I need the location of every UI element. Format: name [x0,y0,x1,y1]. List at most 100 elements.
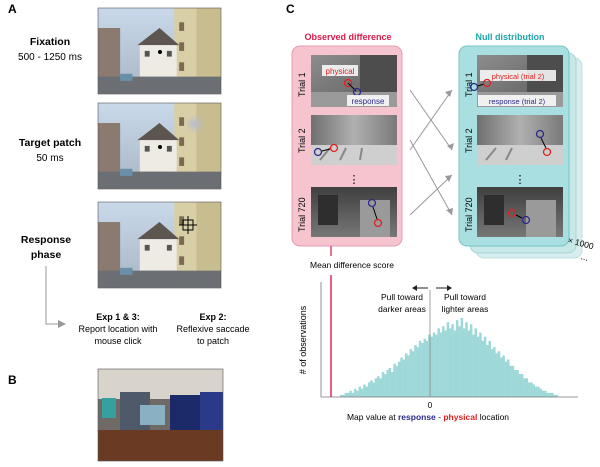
histogram-bar [372,382,375,397]
null-trial-2-markers [535,129,552,157]
target-time: 50 ms [36,153,63,164]
histogram-bar [370,380,373,397]
histogram-bar [458,326,461,397]
histogram-bar [495,353,498,397]
mean-difference-label: Mean difference score [310,260,394,270]
histogram-bar [363,384,366,397]
response-line2: phase [31,249,62,261]
histogram-bar [386,369,389,397]
histogram-bar [358,386,362,397]
histogram-bar [520,374,524,397]
histogram-bar [551,392,554,397]
histogram-bar [356,390,359,397]
panel-c-letter: C [286,2,295,16]
histogram-bar [353,388,357,397]
histogram-bar [500,357,503,397]
null-trial-1-markers: physical (trial 2) response (trial 2) [469,70,556,106]
null-trial-720-label: Trial 720 [464,197,474,232]
exp2-title: Exp 2: [199,312,226,322]
physical-marker [343,78,353,88]
observed-title: Observed difference [304,32,391,42]
histogram-bar [393,363,396,397]
histogram-bar [444,330,447,397]
target-title: Target patch [19,137,81,149]
observed-ellipsis: ⋮ [349,174,360,186]
histogram-bar [423,338,427,397]
histogram-bar [397,361,401,397]
histogram-bar [453,330,457,397]
null-trial-720-image [477,187,563,237]
physical-label: physical [326,67,355,76]
pull-darker-line1: Pull toward [381,292,423,302]
x-tick-zero: 0 [428,401,433,410]
histogram-bar [472,334,475,397]
histogram-bar [421,342,424,397]
histogram-bar [404,353,408,397]
histogram-bar [340,394,343,397]
histogram-bar [479,332,482,397]
histogram-bar [377,376,380,397]
histogram-bar [402,359,406,397]
histogram-bar [541,390,545,397]
histogram-bar [442,326,445,397]
histogram-bar [476,336,480,397]
histogram-bar [555,394,559,397]
histogram-bar [532,384,536,397]
observed-trial-1-markers: physical response [322,65,389,106]
pull-lighter-line2: lighter areas [442,304,489,314]
panel-b-letter: B [8,373,17,387]
exp13-line1: Report location with [78,324,157,334]
pull-darker-line2: darker areas [378,304,426,314]
histogram-bar [534,386,538,397]
histogram-bar [523,378,526,397]
observed-trial-720-markers [367,198,383,228]
histogram-bar [391,372,394,397]
histogram-bar [537,386,540,397]
target-patch [185,114,205,134]
exp13-title: Exp 1 & 3: [96,312,140,322]
response-screen [97,201,222,289]
histogram-bar [409,349,413,397]
exp13-line2: mouse click [94,336,142,346]
histogram-bar [384,374,387,397]
target-patch-screen [97,102,222,190]
null-trial-2-label: Trial 2 [464,128,474,153]
histogram-bar [346,392,350,397]
histogram-bar [360,388,364,397]
fixation-title: Fixation [30,36,70,48]
histogram-bar [490,349,494,397]
null-trial-720-markers [507,208,531,225]
pull-darker-arrow [412,285,428,291]
histogram-bar [467,330,471,397]
histogram-bar [488,340,491,397]
histogram-bar [367,382,371,397]
histogram-bar [462,328,466,397]
pull-lighter-line1: Pull toward [444,292,486,302]
histogram-bar [342,394,345,397]
histogram-bar [527,382,531,397]
null-trial-2-image [477,115,563,165]
histogram-bar [460,318,464,397]
histogram-bar [349,390,352,397]
histogram-bar [546,392,549,397]
histogram-bar [351,392,355,397]
observed-trial-1-label: Trial 1 [297,72,307,97]
fixation-dot [158,50,162,54]
histogram-bar [516,369,519,397]
response-line1: Response [21,234,71,246]
response-label-null: response (trial 2) [489,97,546,106]
exp2-line1: Reflexive saccade [176,324,249,334]
response-connector-arrow [45,266,58,325]
histogram-bar [525,378,529,397]
histogram-bar [553,394,556,397]
histogram-bar [344,392,348,397]
histogram-bar [497,351,501,397]
fixation-screen [97,7,222,95]
histogram-bar [439,332,443,397]
histogram-bar [474,328,478,397]
histogram-bar [481,340,484,397]
panel-b-photo [97,368,224,462]
histogram-bar [502,355,505,397]
histogram-bar [414,345,417,397]
